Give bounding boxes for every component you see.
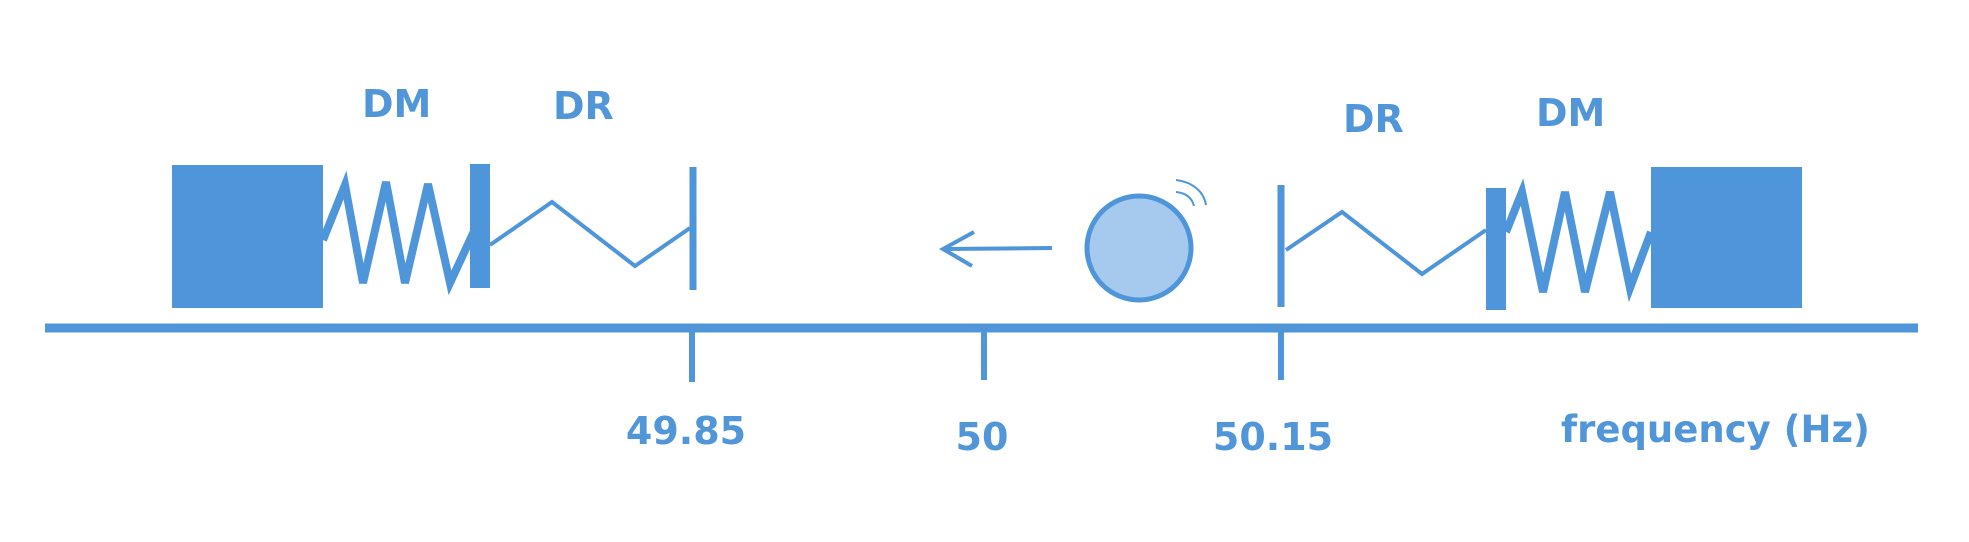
axis-title: frequency (Hz)	[1561, 408, 1870, 451]
left-dm-plate	[470, 164, 490, 288]
left-dm-spring	[319, 170, 479, 296]
right-dm-plate	[1486, 188, 1506, 310]
left-block	[172, 165, 323, 308]
left-dr-label: DR	[553, 84, 614, 128]
tick-label-50: 50	[956, 415, 1009, 459]
right-dr-spring	[1284, 209, 1488, 277]
motion-lines-icon	[1175, 179, 1207, 207]
left-dm-label: DM	[362, 82, 431, 126]
left-dr-spring	[488, 199, 692, 269]
right-block	[1651, 167, 1802, 308]
arrow-shaft	[942, 246, 1053, 251]
right-dm-label: DM	[1536, 91, 1605, 135]
right-dm-spring	[1502, 178, 1655, 303]
ball-icon	[1084, 193, 1194, 303]
right-dr-label: DR	[1343, 97, 1404, 141]
tick-label-49-85: 49.85	[626, 409, 746, 453]
tick-label-50-15: 50.15	[1213, 415, 1333, 459]
